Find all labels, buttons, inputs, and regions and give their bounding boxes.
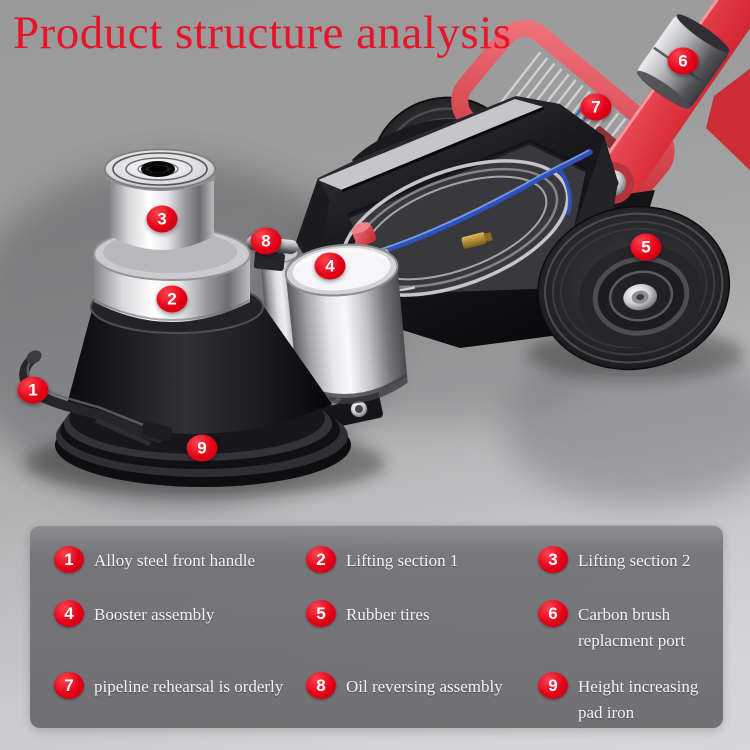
legend-number-4: 4 bbox=[54, 600, 84, 627]
legend-item-5: 5 Rubber tires bbox=[306, 588, 538, 656]
legend-number-9: 9 bbox=[538, 672, 568, 699]
callout-badge-9: 9 bbox=[186, 434, 218, 462]
callout-badge-6: 6 bbox=[667, 47, 699, 75]
legend-number-7: 7 bbox=[54, 672, 84, 699]
legend-number-3: 3 bbox=[538, 546, 568, 573]
legend-number-6: 6 bbox=[538, 600, 568, 627]
callout-badge-5: 5 bbox=[630, 233, 662, 261]
legend-label-2: Lifting section 1 bbox=[346, 551, 459, 570]
legend-label-7: pipeline rehearsal is orderly bbox=[94, 677, 284, 696]
callout-number: 9 bbox=[197, 438, 207, 457]
callout-number: 5 bbox=[641, 237, 651, 256]
legend-number-8: 8 bbox=[306, 672, 336, 699]
callout-badge-8: 8 bbox=[250, 227, 282, 255]
legend-item-6: 6 Carbon brush replacment port bbox=[538, 588, 723, 656]
legend-label-6: Carbon brush replacment port bbox=[578, 605, 686, 651]
callout-number: 6 bbox=[678, 51, 688, 70]
jack-illustration bbox=[0, 0, 750, 510]
legend-label-5: Rubber tires bbox=[346, 605, 430, 624]
callout-badge-2: 2 bbox=[156, 285, 188, 313]
legend-item-7: 7 pipeline rehearsal is orderly bbox=[54, 656, 306, 728]
legend-item-8: 8 Oil reversing assembly bbox=[306, 656, 538, 728]
legend-item-1: 1 Alloy steel front handle bbox=[54, 536, 306, 588]
callout-number: 8 bbox=[261, 231, 271, 250]
page-title: Product structure analysis bbox=[13, 7, 512, 59]
ram-top-cap bbox=[104, 148, 216, 190]
legend-label-3: Lifting section 2 bbox=[578, 551, 691, 570]
callout-number: 7 bbox=[591, 97, 601, 116]
callout-number: 4 bbox=[325, 256, 335, 275]
legend-item-2: 2 Lifting section 1 bbox=[306, 536, 538, 588]
legend-panel: 1 Alloy steel front handle 2 Lifting sec… bbox=[30, 525, 723, 728]
legend-label-8: Oil reversing assembly bbox=[346, 677, 503, 696]
legend-number-5: 5 bbox=[306, 600, 336, 627]
legend-number-1: 1 bbox=[54, 546, 84, 573]
front-wheel bbox=[537, 205, 731, 371]
callout-badge-3: 3 bbox=[146, 205, 178, 233]
callout-badge-4: 4 bbox=[314, 252, 346, 280]
callout-badge-7: 7 bbox=[580, 93, 612, 121]
legend-label-9: Height increasing pad iron bbox=[578, 677, 699, 723]
callout-badge-1: 1 bbox=[17, 376, 49, 404]
legend-number-2: 2 bbox=[306, 546, 336, 573]
legend-item-9: 9 Height increasing pad iron bbox=[538, 656, 723, 728]
legend-label-1: Alloy steel front handle bbox=[94, 551, 255, 570]
callout-number: 1 bbox=[28, 380, 38, 399]
legend-item-3: 3 Lifting section 2 bbox=[538, 536, 723, 588]
callout-number: 3 bbox=[157, 209, 167, 228]
base-cone bbox=[66, 304, 332, 435]
callout-number: 2 bbox=[167, 289, 177, 308]
legend-item-4: 4 Booster assembly bbox=[54, 588, 306, 656]
legend-label-4: Booster assembly bbox=[94, 605, 215, 624]
